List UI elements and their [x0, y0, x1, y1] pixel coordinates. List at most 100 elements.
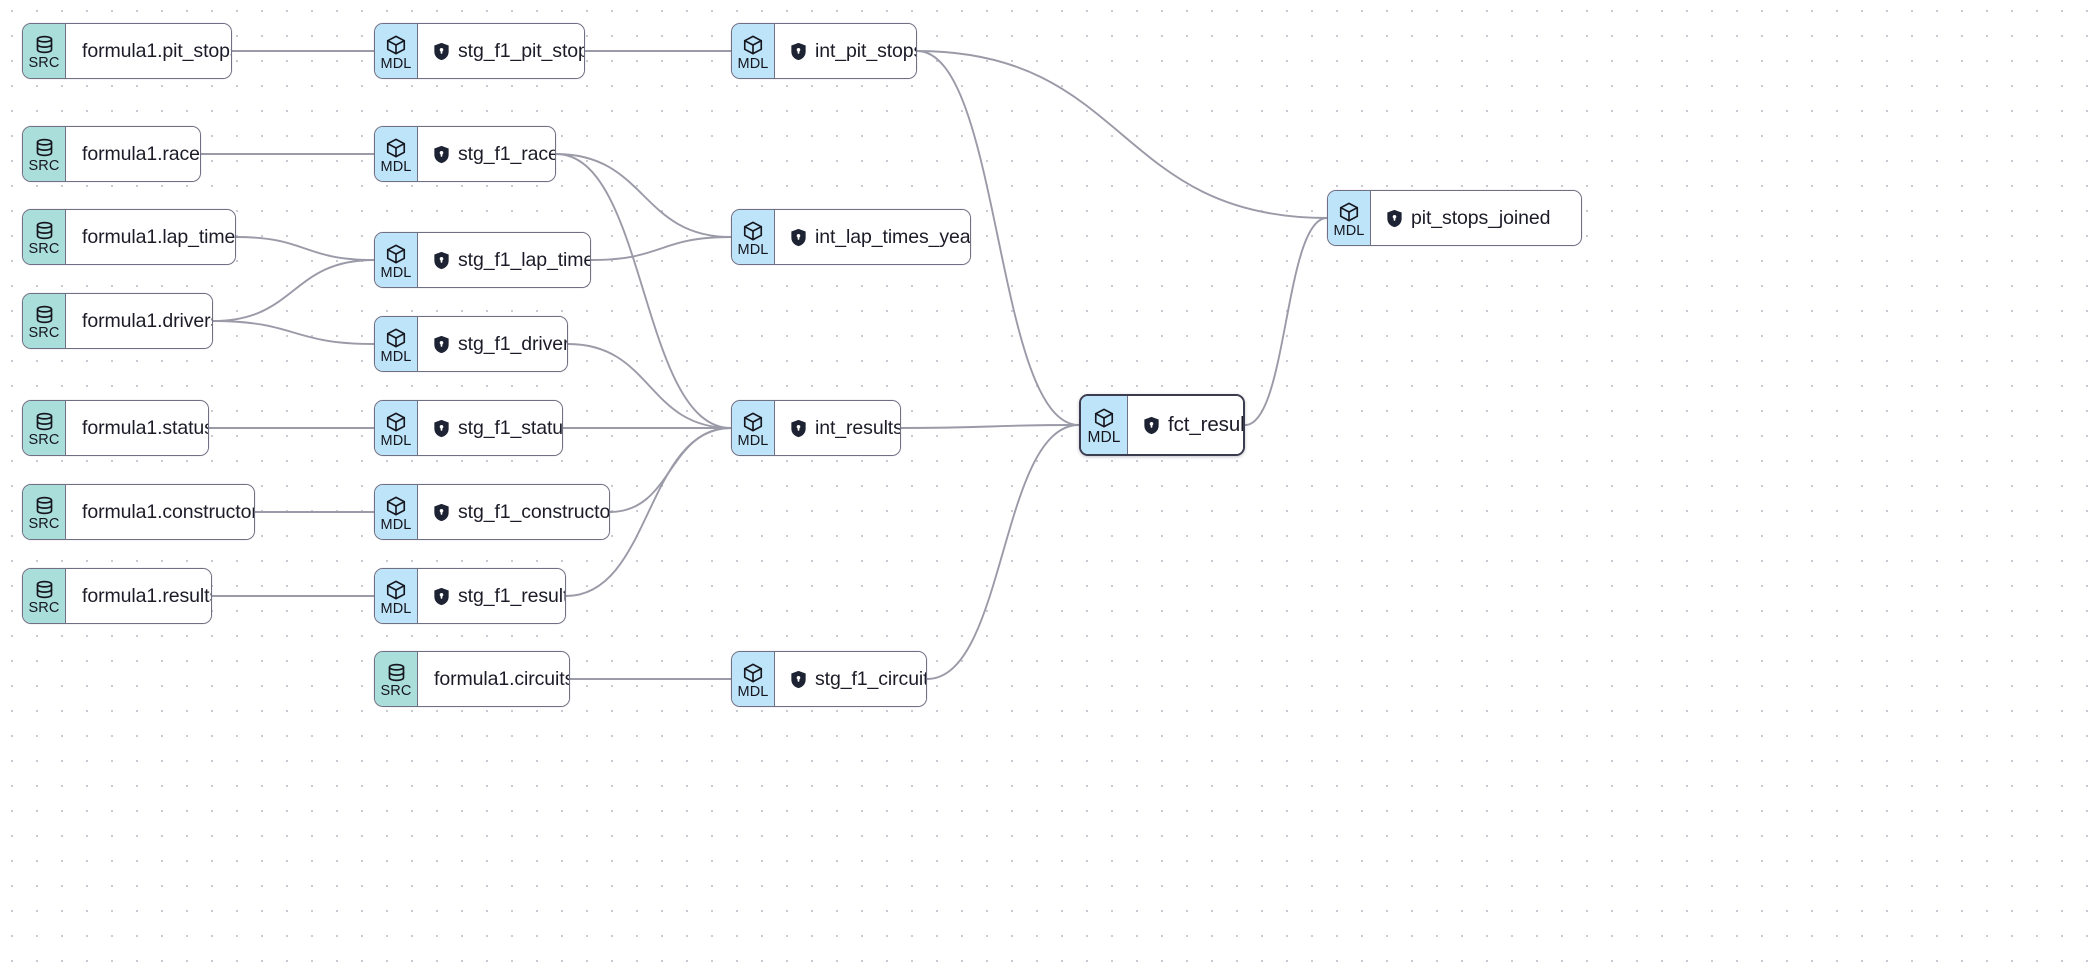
node-body: stg_f1_drivers: [418, 317, 568, 371]
node-body: stg_f1_pit_stops: [418, 24, 585, 78]
src-badge: SRC: [23, 24, 66, 78]
cube-icon: [742, 220, 764, 242]
node-label: formula1.status: [82, 416, 209, 439]
cube-icon: [1093, 407, 1115, 429]
lineage-node-stg_drivers[interactable]: MDL stg_f1_drivers: [374, 316, 568, 372]
shield-icon: [433, 419, 450, 438]
lineage-edge-stg_races-to-int_results: [555, 153, 732, 429]
shield-icon: [1143, 416, 1160, 435]
lineage-edge-stg_races-to-int_lap_times_years: [555, 153, 732, 238]
lineage-edge-stg_constructors-to-int_results: [609, 427, 732, 513]
shield-icon: [433, 587, 450, 606]
lineage-edge-src_drivers-to-stg_drivers: [212, 320, 375, 345]
cube-icon: [385, 411, 407, 433]
database-icon: [34, 34, 55, 55]
node-label: stg_f1_races: [458, 142, 555, 165]
mdl-badge: MDL: [732, 401, 775, 455]
node-label: stg_f1_results: [458, 584, 566, 607]
mdl-badge: MDL: [732, 652, 775, 706]
node-body: int_results: [775, 401, 900, 455]
lineage-node-fct_results[interactable]: MDL fct_results: [1079, 394, 1245, 456]
lineage-node-src_results[interactable]: SRC formula1.results: [22, 568, 212, 624]
lineage-node-src_circuits[interactable]: SRC formula1.circuits: [374, 651, 570, 707]
badge-label: MDL: [737, 55, 769, 72]
lineage-node-stg_results[interactable]: MDL stg_f1_results: [374, 568, 566, 624]
database-icon: [34, 411, 55, 432]
lineage-edge-src_lap_times-to-stg_lap_times: [235, 236, 375, 261]
src-badge: SRC: [23, 127, 66, 181]
node-label: formula1.results: [82, 584, 212, 607]
badge-label: MDL: [1087, 429, 1121, 447]
node-body: formula1.drivers: [66, 294, 212, 348]
badge-label: MDL: [380, 55, 412, 72]
shield-icon: [790, 419, 807, 438]
shield-icon: [790, 42, 807, 61]
node-label: formula1.circuits: [434, 667, 570, 690]
badge-label: MDL: [380, 516, 412, 533]
node-label: formula1.races: [82, 142, 201, 165]
lineage-edge-int_pit_stops-to-pit_stops_joined: [916, 50, 1328, 219]
cube-icon: [1338, 201, 1360, 223]
cube-icon: [742, 34, 764, 56]
node-label: stg_f1_drivers: [458, 332, 568, 355]
shield-icon: [790, 228, 807, 247]
node-label: stg_f1_pit_stops: [458, 39, 585, 62]
lineage-node-stg_pit_stops[interactable]: MDL stg_f1_pit_stops: [374, 23, 585, 79]
cube-icon: [742, 411, 764, 433]
mdl-badge: MDL: [375, 485, 418, 539]
mdl-badge: MDL: [1081, 396, 1128, 454]
node-body: formula1.circuits: [418, 652, 570, 706]
node-label: stg_f1_status: [458, 416, 563, 439]
src-badge: SRC: [23, 210, 66, 264]
mdl-badge: MDL: [375, 569, 418, 623]
src-badge: SRC: [23, 294, 66, 348]
badge-label: MDL: [737, 241, 769, 258]
shield-icon: [433, 42, 450, 61]
lineage-node-int_results[interactable]: MDL int_results: [731, 400, 901, 456]
badge-label: MDL: [737, 432, 769, 449]
mdl-badge: MDL: [375, 317, 418, 371]
badge-label: SRC: [380, 683, 412, 700]
shield-icon: [433, 145, 450, 164]
lineage-node-stg_lap_times[interactable]: MDL stg_f1_lap_times: [374, 232, 591, 288]
database-icon: [34, 220, 55, 241]
lineage-node-src_races[interactable]: SRC formula1.races: [22, 126, 201, 182]
shield-icon: [1386, 209, 1403, 228]
mdl-badge: MDL: [1328, 191, 1371, 245]
src-badge: SRC: [23, 569, 66, 623]
badge-label: MDL: [737, 683, 769, 700]
node-label: stg_f1_lap_times: [458, 248, 591, 271]
node-body: formula1.status: [66, 401, 209, 455]
badge-label: MDL: [380, 600, 412, 617]
badge-label: SRC: [28, 55, 60, 72]
mdl-badge: MDL: [375, 401, 418, 455]
node-body: fct_results: [1128, 396, 1245, 454]
lineage-node-stg_constructors[interactable]: MDL stg_f1_constructors: [374, 484, 610, 540]
lineage-edge-int_results-to-fct_results: [900, 424, 1080, 429]
lineage-edge-stg_lap_times-to-int_lap_times_years: [590, 236, 732, 261]
database-icon: [34, 137, 55, 158]
badge-label: MDL: [380, 432, 412, 449]
badge-label: SRC: [28, 241, 60, 258]
shield-icon: [433, 251, 450, 270]
lineage-node-stg_status[interactable]: MDL stg_f1_status: [374, 400, 563, 456]
shield-icon: [433, 503, 450, 522]
badge-label: MDL: [380, 264, 412, 281]
node-label: fct_results: [1168, 413, 1245, 436]
cube-icon: [385, 495, 407, 517]
node-body: stg_f1_constructors: [418, 485, 609, 539]
cube-icon: [385, 579, 407, 601]
src-badge: SRC: [23, 485, 66, 539]
database-icon: [34, 579, 55, 600]
